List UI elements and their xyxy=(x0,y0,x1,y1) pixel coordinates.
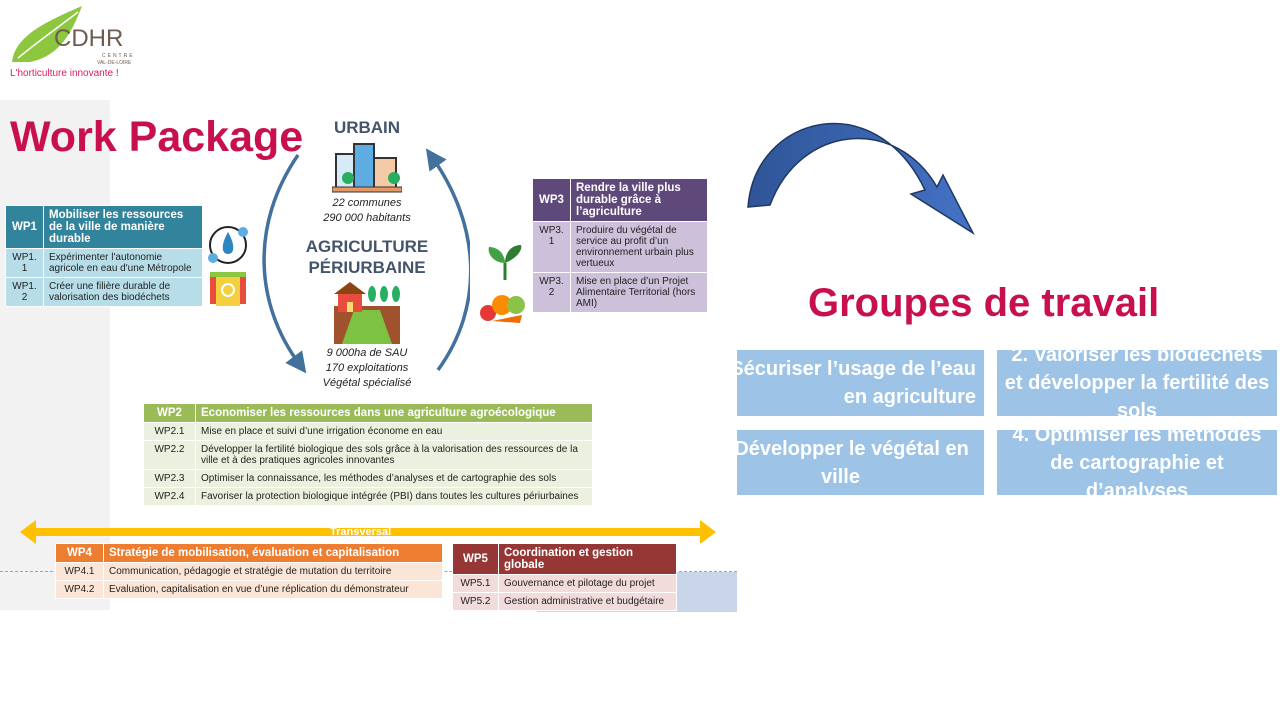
group-item-2: 2. Valoriser les biodéchets et développe… xyxy=(997,350,1277,416)
wp-code: WP4 xyxy=(55,543,104,563)
wp-code: WP3 xyxy=(532,178,571,222)
logo-name: CDHR xyxy=(54,25,124,52)
transversal-label: Transversal xyxy=(330,526,392,538)
arrow-down xyxy=(262,154,307,374)
city-icon xyxy=(332,143,402,193)
wp-code: WP2 xyxy=(143,403,196,423)
cdhr-logo: CDHR CENTRE VAL-DE-LOIRE L'horticulture … xyxy=(10,4,140,84)
curved-arrow-icon xyxy=(747,122,975,236)
logo-sub: VAL-DE-LOIRE xyxy=(97,60,132,66)
row-code: WP2.1 xyxy=(143,422,196,441)
wp-title: Economiser les ressources dans une agric… xyxy=(195,403,593,423)
row-code: WP5.1 xyxy=(452,574,499,593)
agri-stat: 9 000ha de SAU xyxy=(326,347,408,359)
row-code: WP2.2 xyxy=(143,440,196,470)
row-text: Mise en place d’un Projet Alimentaire Te… xyxy=(570,272,708,313)
row-text: Expérimenter l'autonomie agricole en eau… xyxy=(43,248,203,278)
agri-heading: AGRICULTURE xyxy=(305,237,429,256)
leaf-icon xyxy=(12,6,82,62)
row-text: Communication, pédagogie et stratégie de… xyxy=(103,562,443,581)
page-title: Work Package xyxy=(10,113,304,161)
arrow-up xyxy=(425,148,470,372)
group-label: 1. Sécuriser l’usage de l’eau en agricul… xyxy=(737,358,976,408)
urbain-stat: 22 communes xyxy=(332,197,402,209)
row-text: Gouvernance et pilotage du projet xyxy=(498,574,677,593)
row-text: Mise en place et suivi d’une irrigation … xyxy=(195,422,593,441)
row-text: Développer la fertilité biologique des s… xyxy=(195,440,593,470)
wp-code: WP1 xyxy=(5,205,44,249)
center-diagram: URBAIN 22 communes 290 000 habitants AGR… xyxy=(300,118,434,391)
agri-heading: PÉRIURBAINE xyxy=(308,258,426,277)
group-label: 3. Développer le végétal en ville xyxy=(737,437,969,488)
groupes-title: Groupes de travail xyxy=(808,281,1160,325)
row-code: WP2.3 xyxy=(143,469,196,488)
group-item-4: 4. Optimiser les méthodes de cartographi… xyxy=(997,430,1277,495)
group-label: 4. Optimiser les méthodes de cartographi… xyxy=(1012,430,1262,495)
sprout-icon xyxy=(488,245,522,280)
row-text: Evaluation, capitalisation en vue d’une … xyxy=(103,580,443,599)
urbain-heading: URBAIN xyxy=(333,118,401,137)
vegetables-icon xyxy=(480,295,525,323)
row-text: Produire du végétal de service au profit… xyxy=(570,221,708,273)
group-item-1: 1. Sécuriser l’usage de l’eau en agricul… xyxy=(737,350,984,416)
logo-tagline: L'horticulture innovante ! xyxy=(10,68,119,79)
group-label: 2. Valoriser les biodéchets et développe… xyxy=(1004,350,1270,416)
row-code: WP1. 1 xyxy=(5,248,44,278)
wp-code: WP5 xyxy=(452,543,499,575)
wp-title: Coordination et gestion globale xyxy=(498,543,677,575)
row-code: WP5.2 xyxy=(452,592,499,611)
agri-stat: Végétal spécialisé xyxy=(322,377,412,389)
logo-sub: CENTRE xyxy=(102,53,135,59)
row-code: WP3. 1 xyxy=(532,221,571,273)
row-code: WP3. 2 xyxy=(532,272,571,313)
water-cycle-icon xyxy=(208,226,248,264)
row-code: WP1. 2 xyxy=(5,277,44,307)
cycle-arrows xyxy=(262,148,470,374)
row-text: Optimiser la connaissance, les méthodes … xyxy=(195,469,593,488)
row-text: Créer une filière durable de valorisatio… xyxy=(43,277,203,307)
background-panel xyxy=(0,100,110,610)
urbain-stat: 290 000 habitants xyxy=(323,212,411,224)
row-code: WP2.4 xyxy=(143,487,196,506)
wp-title: Stratégie de mobilisation, évaluation et… xyxy=(103,543,443,563)
row-text: Favoriser la protection biologique intég… xyxy=(195,487,593,506)
wp-title: Mobiliser les ressources de la ville de … xyxy=(43,205,203,249)
row-code: WP4.2 xyxy=(55,580,104,599)
group-item-3: 3. Développer le végétal en ville xyxy=(737,430,984,495)
farm-icon xyxy=(334,282,400,344)
row-code: WP4.1 xyxy=(55,562,104,581)
agri-stat: 170 exploitations xyxy=(325,362,409,374)
compost-bin-icon xyxy=(210,272,246,306)
wp-title: Rendre la ville plus durable grâce à l’a… xyxy=(570,178,708,222)
row-text: Gestion administrative et budgétaire xyxy=(498,592,677,611)
transversal-arrow xyxy=(20,520,716,544)
